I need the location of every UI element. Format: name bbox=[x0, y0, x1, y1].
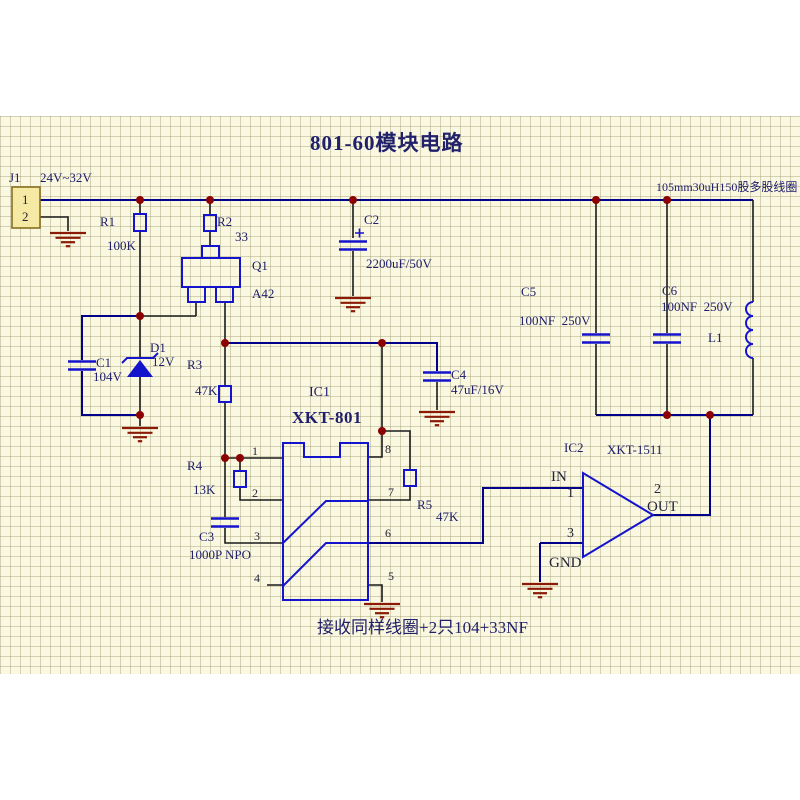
inductor-l1-symbol bbox=[745, 301, 754, 359]
c4-value-label: 47uF/16V bbox=[451, 382, 504, 397]
ground-symbol bbox=[333, 296, 373, 313]
ic2-in-label: IN bbox=[551, 469, 567, 485]
c6-value-label: 100NF 250V bbox=[661, 299, 733, 314]
wire-bus-set bbox=[81, 315, 753, 582]
r3-value-label: 47K bbox=[195, 383, 218, 398]
c1-ref-label: C1 bbox=[96, 355, 112, 370]
ground-symbol bbox=[362, 602, 402, 619]
c5-ref-label: C5 bbox=[521, 284, 537, 299]
capacitor-c3-symbol bbox=[211, 517, 239, 528]
ic1-pin8-label: 8 bbox=[385, 442, 391, 456]
ic2-gnd-label: GND bbox=[549, 555, 582, 571]
r5-ref-label: R5 bbox=[417, 497, 433, 512]
j1-pin2-label: 2 bbox=[22, 209, 29, 224]
r5-value-label: 47K bbox=[436, 509, 459, 524]
c5-value-label: 100NF 250V bbox=[519, 313, 591, 328]
ground-symbol bbox=[120, 426, 160, 443]
ic2-part-label: XKT-1511 bbox=[607, 442, 663, 457]
ic1-pin2-label: 2 bbox=[252, 486, 258, 500]
transistor-q1-symbol bbox=[181, 245, 241, 303]
j1-ref-label: J1 bbox=[9, 170, 21, 185]
r2-ref-label: R2 bbox=[217, 214, 233, 229]
r1-value-label: 100K bbox=[107, 238, 136, 253]
c1-value-label: 104V bbox=[93, 369, 122, 384]
junction-dots bbox=[136, 196, 714, 462]
resistor-r3-symbol bbox=[218, 385, 232, 403]
ground-symbol bbox=[520, 582, 560, 599]
ic2-symbol bbox=[582, 471, 655, 559]
ic1-symbol bbox=[282, 442, 369, 601]
c6-ref-label: C6 bbox=[662, 283, 678, 298]
r2-value-label: 33 bbox=[235, 229, 248, 244]
page-title: 801-60模块电路 bbox=[310, 131, 464, 155]
c2-value-label: 2200uF/50V bbox=[366, 256, 432, 271]
capacitor-c2-symbol bbox=[339, 228, 367, 251]
ic1-pin1-label: 1 bbox=[252, 444, 258, 458]
ic1-pin5-label: 5 bbox=[388, 569, 394, 583]
capacitor-c1-symbol bbox=[68, 360, 96, 371]
ic2-out-label: OUT bbox=[647, 499, 678, 515]
ic2-pin1-label: 1 bbox=[567, 486, 574, 501]
j1-pin1-label: 1 bbox=[22, 192, 29, 207]
ic1-pin7-label: 7 bbox=[388, 485, 394, 499]
ic1-part-label: XKT-801 bbox=[292, 408, 362, 427]
r3-ref-label: R3 bbox=[187, 357, 203, 372]
q1-ref-label: Q1 bbox=[252, 258, 268, 273]
c3-ref-label: C3 bbox=[199, 529, 215, 544]
ground-symbol bbox=[417, 410, 457, 427]
connector-j1-symbol bbox=[11, 186, 41, 229]
r4-ref-label: R4 bbox=[187, 458, 203, 473]
ic2-pin3-label: 3 bbox=[567, 526, 574, 541]
q1-value-label: A42 bbox=[252, 286, 275, 301]
resistor-r5-symbol bbox=[403, 469, 417, 487]
c2-plus-icon bbox=[355, 228, 364, 238]
ic1-pin3-label: 3 bbox=[254, 529, 260, 543]
ic1-pin6-label: 6 bbox=[385, 526, 391, 540]
ic2-pin2-label: 2 bbox=[654, 482, 661, 497]
ic1-pin4-label: 4 bbox=[254, 571, 260, 585]
d1-ref-label: D1 bbox=[150, 340, 166, 355]
ic1-ref-label: IC1 bbox=[309, 385, 330, 400]
resistor-r1-symbol bbox=[133, 213, 147, 232]
c4-ref-label: C4 bbox=[451, 367, 467, 382]
capacitor-c6-symbol bbox=[653, 333, 681, 344]
d1-value-label: 12V bbox=[152, 354, 175, 369]
capacitor-c5-symbol bbox=[582, 333, 610, 344]
r4-value-label: 13K bbox=[193, 482, 216, 497]
l1-ref-label: L1 bbox=[708, 330, 723, 345]
coil-spec-note: 105mm30uH150股多股线圈 bbox=[656, 180, 798, 194]
c3-value-label: 1000P NPO bbox=[189, 547, 252, 562]
r1-ref-label: R1 bbox=[100, 214, 116, 229]
resistor-r2-symbol bbox=[203, 214, 217, 232]
j1-voltage-label: 24V~32V bbox=[40, 170, 92, 185]
ic2-ref-label: IC2 bbox=[564, 440, 584, 455]
resistor-r4-symbol bbox=[233, 470, 247, 488]
capacitor-c4-symbol bbox=[423, 371, 451, 382]
zener-d1-symbol bbox=[121, 352, 159, 377]
c2-ref-label: C2 bbox=[364, 212, 380, 227]
ground-symbol bbox=[48, 231, 88, 248]
wire-pin-set bbox=[40, 200, 754, 602]
receiver-note: 接收同样线圈+2只104+33NF bbox=[317, 618, 528, 637]
